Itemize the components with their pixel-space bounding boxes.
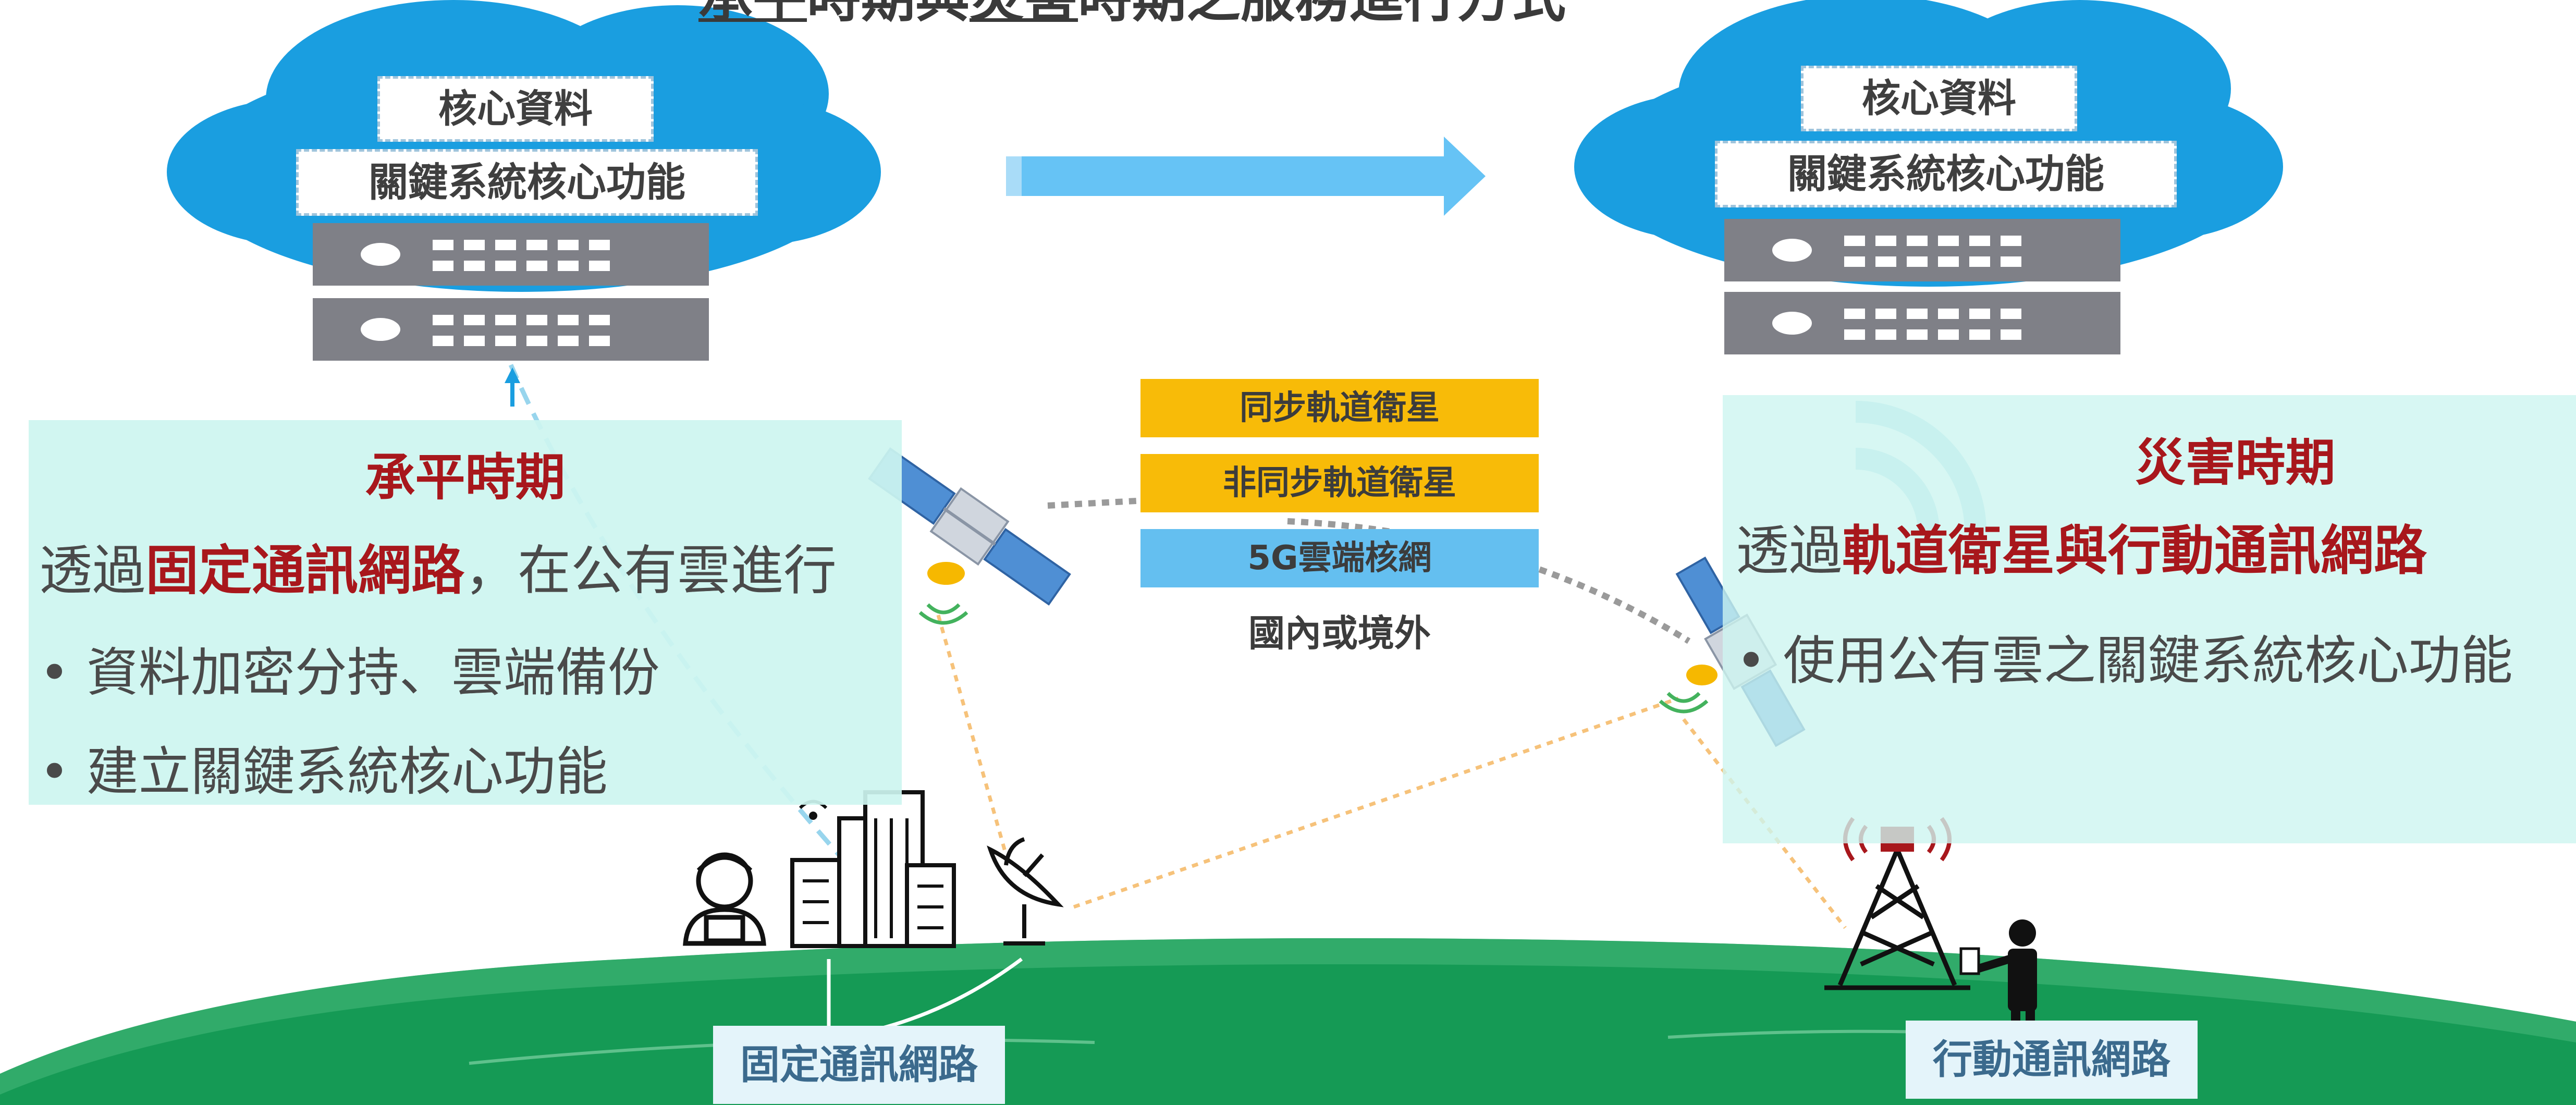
title-text-2: 時期之服務進行方式 bbox=[1078, 0, 1566, 29]
office-building-icon bbox=[790, 790, 956, 948]
right-core-function-label: 關鍵系統核心功能 bbox=[1715, 141, 2177, 207]
left-core-data-label: 核心資料 bbox=[377, 76, 654, 142]
fixed-network-label: 固定通訊網路 bbox=[713, 1026, 1005, 1104]
upload-arrow-icon bbox=[505, 367, 520, 407]
peace-bullet-2: • 建立關鍵系統核心功能 bbox=[39, 741, 608, 802]
cell-tower-icon bbox=[1824, 849, 1970, 990]
right-server-icon bbox=[1724, 219, 2120, 354]
peace-period-description: 透過固定通訊網路，在公有雲進行 bbox=[39, 537, 837, 605]
peace-line-prefix: 透過 bbox=[39, 540, 145, 602]
disaster-period-panel: 災害時期 透過軌道衛星與行動通訊網路 • 使用公有雲之關鍵系統核心功能 bbox=[1723, 395, 2576, 843]
right-satellite-dish-icon bbox=[1686, 665, 1718, 685]
left-core-function-label: 關鍵系統核心功能 bbox=[296, 149, 758, 216]
title-peace-word: 承平 bbox=[698, 0, 807, 29]
disaster-line-highlight: 軌道衛星與行動通訊網路 bbox=[1842, 520, 2427, 582]
location-label: 國內或境外 bbox=[1248, 612, 1431, 655]
peace-period-heading: 承平時期 bbox=[365, 448, 566, 507]
disaster-bullet-1: • 使用公有雲之關鍵系統核心功能 bbox=[1736, 630, 2513, 691]
right-satellite-signal-icon bbox=[1659, 692, 1709, 714]
left-satellite-icon bbox=[868, 447, 1071, 606]
disaster-period-description: 透過軌道衛星與行動通訊網路 bbox=[1736, 515, 2427, 588]
mobile-network-label: 行動通訊網路 bbox=[1906, 1021, 2198, 1099]
right-core-data-label: 核心資料 bbox=[1801, 66, 2077, 131]
ground-dish-antenna-icon bbox=[987, 837, 1064, 946]
peace-line-suffix: ，在公有雲進行 bbox=[464, 540, 837, 602]
geo-satellite-tag: 同步軌道衛星 bbox=[1140, 379, 1539, 437]
left-satellite-dish-icon bbox=[927, 562, 965, 585]
peace-period-panel: 承平時期 透過固定通訊網路，在公有雲進行 • 資料加密分持、雲端備份 • 建立關… bbox=[29, 420, 902, 805]
left-satellite-signal-icon bbox=[918, 603, 968, 625]
left-server-icon bbox=[313, 223, 709, 361]
peace-bullet-1: • 資料加密分持、雲端備份 bbox=[39, 642, 660, 703]
non-geo-satellite-tag: 非同步軌道衛星 bbox=[1140, 454, 1539, 512]
peace-line-highlight: 固定通訊網路 bbox=[145, 540, 464, 602]
disaster-line-prefix: 透過 bbox=[1736, 520, 1842, 582]
title-disaster-word: 災害 bbox=[970, 0, 1078, 29]
title-text-1: 時期與 bbox=[807, 0, 970, 29]
core-5g-tag: 5G雲端核網 bbox=[1140, 529, 1539, 587]
disaster-period-heading: 災害時期 bbox=[2135, 434, 2336, 492]
user-laptop-icon bbox=[683, 852, 766, 946]
transition-arrow-icon bbox=[1006, 137, 1486, 216]
page-title: 承平時期與災害時期之服務進行方式 bbox=[698, 0, 1793, 31]
